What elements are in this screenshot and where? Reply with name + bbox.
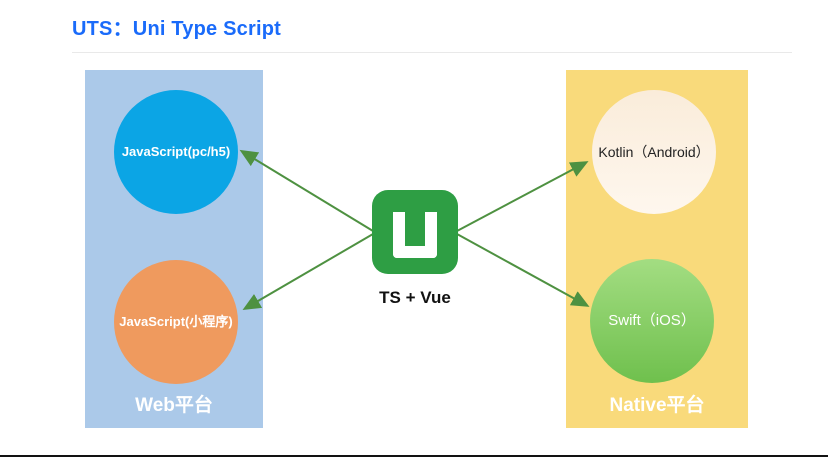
page-title: UTS：Uni Type Script (72, 18, 282, 40)
title-divider (72, 52, 792, 53)
node-javascript-pc-h5: JavaScript(pc/h5) (114, 90, 238, 214)
node-javascript-miniprogram-label: JavaScript(小程序) (119, 314, 233, 330)
node-kotlin-android-label: Kotlin（Android） (598, 143, 710, 160)
node-javascript-pc-h5-label: JavaScript(pc/h5) (121, 144, 231, 160)
center-caption: TS + Vue (379, 288, 451, 307)
panel-web-label: Web平台 (135, 395, 213, 416)
node-swift-ios: Swift（iOS） (590, 259, 714, 383)
panel-native-label: Native平台 (609, 395, 705, 416)
node-swift-ios-label: Swift（iOS） (608, 312, 696, 329)
u-glyph-icon (393, 212, 437, 258)
node-javascript-miniprogram: JavaScript(小程序) (114, 260, 238, 384)
uni-app-logo-icon (372, 190, 458, 274)
node-kotlin-android: Kotlin（Android） (592, 90, 716, 214)
bottom-border-line (0, 455, 828, 457)
